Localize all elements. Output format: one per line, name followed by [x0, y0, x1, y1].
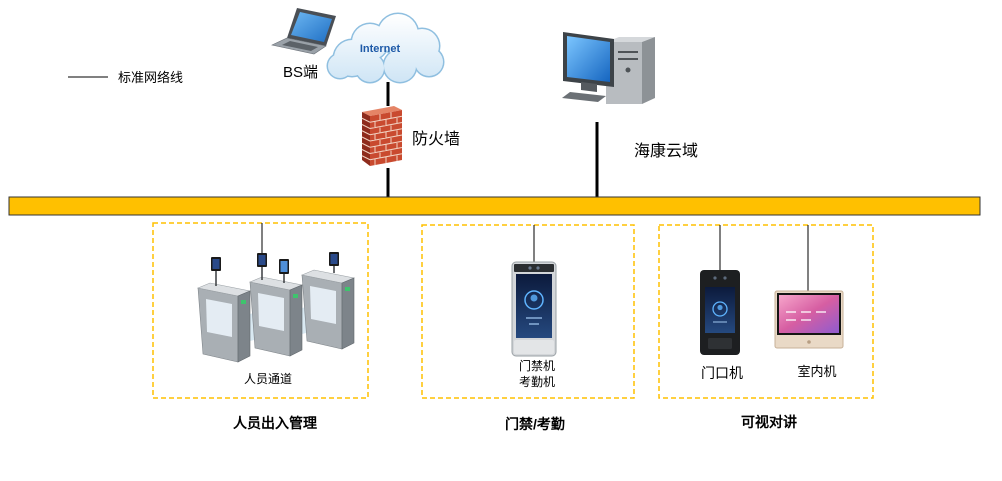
turnstile-terminal-screen	[280, 261, 288, 272]
terminal-posts	[215, 266, 335, 286]
door-station-face-frame	[712, 301, 728, 317]
cloud-platform-label: 海康云域	[634, 142, 698, 160]
group-title-personnel-access: 人员出入管理	[233, 415, 317, 431]
laptop-keyboard	[282, 41, 318, 51]
terminal-ui-marks	[526, 317, 542, 325]
group-box-access-attendance	[421, 224, 635, 399]
tower-top-face	[606, 37, 655, 42]
bs-client-label: BS端	[283, 64, 318, 81]
terminal-face-head	[530, 294, 538, 302]
legend-label: 标准网络线	[118, 70, 183, 85]
turnstile-terminal-screen	[212, 259, 220, 269]
indoor-monitor-screen	[779, 295, 839, 333]
door-station-keypad	[708, 338, 732, 349]
turnstile-label: 人员通道	[244, 372, 292, 386]
turnstile-terminal-screen	[258, 255, 266, 265]
door-station-camera	[723, 276, 727, 280]
terminal-camera-lens	[536, 266, 540, 270]
indoor-monitor-ui-marks	[786, 311, 826, 321]
monitor-base	[562, 92, 606, 102]
indoor-monitor-button	[807, 340, 811, 344]
monitor-stand	[581, 82, 597, 92]
indoor-monitor-icon	[774, 290, 844, 349]
firewall-mortar-lines	[361, 112, 403, 166]
tower-side-face	[642, 37, 655, 104]
laptop-screen	[291, 12, 332, 42]
network-bus	[8, 196, 981, 216]
turnstile-icon	[197, 252, 355, 363]
terminal-screen	[516, 274, 552, 338]
cloud-icon	[326, 12, 445, 84]
monitor-screen	[567, 36, 610, 82]
cloud-fill	[328, 14, 443, 82]
turnstile-unit-right	[301, 269, 355, 350]
face-terminal-label-line2: 考勤机	[519, 375, 555, 389]
firewall-top-face	[362, 106, 402, 116]
terminal-face-frame	[524, 290, 544, 310]
firewall-icon	[361, 106, 403, 166]
door-station-icon	[700, 270, 740, 355]
terminal-camera-lens	[528, 266, 532, 270]
face-terminal-label-line1: 门禁机	[519, 358, 555, 373]
door-station-label: 门口机	[701, 365, 743, 381]
tower-power-button	[625, 67, 631, 73]
firewall-label: 防火墙	[412, 130, 460, 148]
group-title-video-intercom: 可视对讲	[741, 414, 797, 430]
terminal-camera-bar	[514, 264, 554, 272]
indoor-monitor-label: 室内机	[797, 364, 836, 379]
door-station-camera	[713, 276, 717, 280]
turnstile-unit-left	[197, 282, 251, 363]
turnstile-unit-middle	[249, 276, 303, 357]
terminal-bottom-panel	[514, 340, 554, 354]
door-station-face-head	[717, 304, 723, 311]
internet-label: Internet	[360, 43, 401, 55]
turnstile-terminal-screen	[330, 254, 338, 264]
group-box-personnel-access	[152, 222, 369, 399]
group-title-access-attendance: 门禁/考勤	[505, 416, 565, 432]
group-box-video-intercom	[658, 224, 874, 399]
legend: 标准网络线	[68, 70, 183, 85]
desktop-computer-icon	[562, 32, 655, 104]
laptop-icon	[271, 8, 336, 55]
tower-drive-slots	[618, 51, 638, 60]
face-recognition-terminal-icon	[511, 261, 557, 357]
